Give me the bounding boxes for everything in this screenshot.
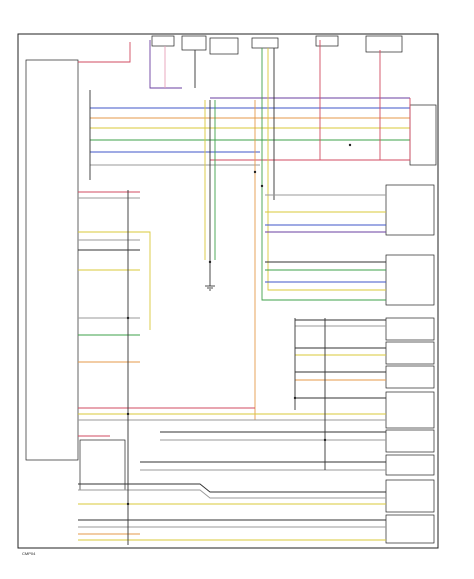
- top-module-1: [151, 35, 175, 47]
- top-module-6: [365, 35, 403, 53]
- left-control-module: [25, 59, 79, 461]
- right-module-j: [385, 514, 435, 544]
- right-module-a: [385, 184, 435, 236]
- wire-gray-b1: [78, 489, 386, 499]
- diagram-frame: [17, 33, 439, 549]
- right-module-c: [385, 317, 435, 341]
- right-module-d: [385, 341, 435, 365]
- wire-yellow-l1: [78, 231, 151, 330]
- splice-points: [126, 143, 352, 506]
- wire-purple-top: [149, 40, 182, 89]
- top-module-4: [251, 37, 279, 49]
- right-module-e: [385, 365, 435, 389]
- wire-green-c: [261, 48, 386, 301]
- ground-symbol-icon: [205, 280, 215, 291]
- right-module-b: [385, 254, 435, 306]
- top-module-3: [209, 37, 239, 55]
- wire-red-loop: [319, 40, 411, 161]
- wire-yellow-c: [267, 48, 386, 291]
- footer-code: CMP04: [22, 551, 36, 556]
- wire-black-b1: [78, 483, 386, 493]
- left-module-lower: [79, 439, 126, 491]
- right-module-i: [385, 479, 435, 513]
- right-module-upper: [409, 104, 437, 166]
- wire-red-top: [78, 42, 131, 63]
- top-module-2: [181, 35, 207, 51]
- top-module-5: [315, 35, 339, 47]
- right-module-h: [385, 454, 435, 476]
- wire-bundle: [78, 40, 411, 545]
- right-module-g: [385, 429, 435, 453]
- right-module-f: [385, 391, 435, 429]
